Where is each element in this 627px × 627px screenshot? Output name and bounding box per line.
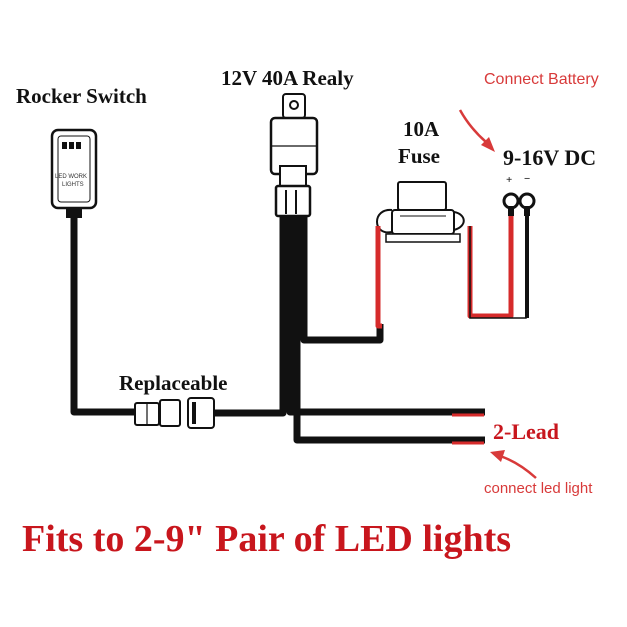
minus-terminal-label: −: [524, 173, 531, 185]
relay-ground-wire-lower: [293, 215, 485, 444]
replaceable-label: Replaceable: [119, 371, 228, 395]
relay-ground-wire-upper: [286, 215, 485, 416]
voltage-label: 9-16V DC: [503, 145, 597, 170]
footer-caption: Fits to 2-9" Pair of LED lights: [22, 518, 512, 560]
relay-label: 12V 40A Realy: [221, 66, 354, 90]
connector-to-relay-wire: [214, 215, 287, 417]
rocker-switch-label: Rocker Switch: [16, 84, 147, 108]
rocker-switch: [50, 128, 98, 218]
fuse-left-red-wire: [375, 226, 382, 329]
connect-battery-label: Connect Battery: [484, 71, 599, 88]
fuse-right-red-wire: [467, 212, 514, 319]
two-lead-label: 2-Lead: [493, 419, 559, 444]
switch-wire: [70, 216, 135, 416]
connect-battery-arrow: [458, 109, 495, 152]
battery-terminals: [502, 192, 536, 318]
relay-power-wire: [300, 215, 384, 344]
switch-face-text-line2: LIGHTS: [62, 182, 84, 188]
relay: [269, 93, 319, 218]
plus-terminal-label: +: [506, 174, 513, 186]
fuse-holder: [376, 181, 465, 243]
fuse-label: Fuse: [398, 144, 440, 168]
fuse-right-black-outline: [469, 212, 527, 319]
fuse-amp-label: 10A: [403, 117, 440, 141]
connect-led-label: connect led light: [484, 480, 593, 497]
connect-led-arrow: [490, 450, 537, 479]
switch-face-text-line1: LED WORK: [55, 174, 88, 180]
replaceable-connector: [134, 397, 215, 429]
